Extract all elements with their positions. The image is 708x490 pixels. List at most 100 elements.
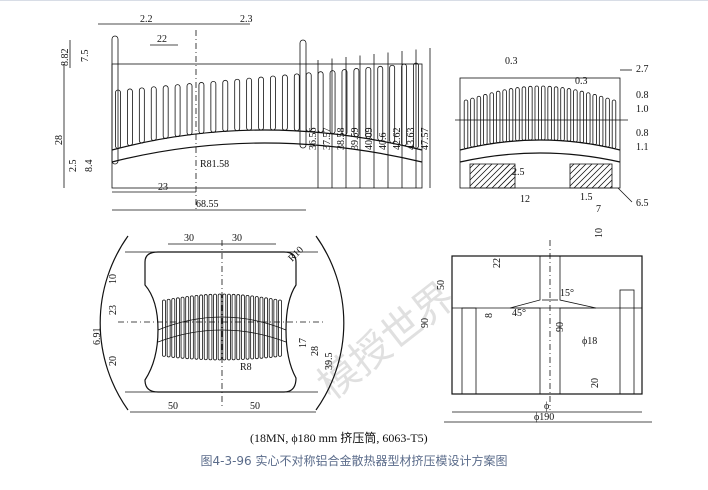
dim-28: 28 bbox=[54, 135, 65, 145]
fin bbox=[305, 72, 312, 132]
die-fin bbox=[236, 294, 241, 361]
die-fin bbox=[176, 297, 180, 359]
die-section-view: 10 22 50 90 8 45° 15° 90 ϕ18 20 ϕ ϕ190 bbox=[420, 228, 652, 423]
fin bbox=[281, 74, 288, 131]
die-fin bbox=[264, 297, 268, 359]
hatch-line bbox=[485, 163, 511, 189]
fin bbox=[234, 78, 241, 132]
dim-2-3: 2.3 bbox=[240, 14, 253, 25]
hatch-line bbox=[591, 167, 613, 189]
die-fin bbox=[217, 293, 222, 361]
die-dim-20: 20 bbox=[108, 356, 119, 366]
sec-dim-2-5: 2.5 bbox=[512, 167, 525, 178]
hatch-line bbox=[573, 163, 599, 189]
dim-23: 23 bbox=[158, 182, 168, 193]
hatch-line bbox=[597, 173, 613, 189]
hatch-line bbox=[473, 163, 499, 189]
sec-dim-0-3a: 0.3 bbox=[505, 56, 518, 67]
height-dim-label: 40.6 bbox=[378, 133, 389, 151]
section-fin bbox=[508, 88, 514, 142]
height-dim-label: 39.59 bbox=[350, 128, 361, 151]
die-fin bbox=[180, 296, 185, 359]
fin bbox=[389, 64, 396, 144]
section-fin bbox=[495, 90, 501, 144]
die-face-view: 30 30 R10 10 23 6.91 20 17 28 39.5 R8 50… bbox=[92, 233, 345, 413]
section-fin bbox=[566, 88, 572, 142]
hatch-line bbox=[469, 163, 481, 175]
fin bbox=[246, 77, 253, 131]
sec2-dim-phi18: ϕ18 bbox=[582, 336, 597, 347]
fin-end-right bbox=[299, 39, 307, 149]
sec-dim-1-5: 1.5 bbox=[580, 192, 593, 203]
fin bbox=[210, 80, 217, 133]
die-fin bbox=[185, 296, 190, 360]
bearing-outline bbox=[144, 251, 297, 393]
die-fin bbox=[213, 293, 217, 361]
section-fin bbox=[553, 86, 559, 141]
base-curve-upper bbox=[111, 129, 423, 151]
die-dim-28: 28 bbox=[310, 346, 321, 356]
die-fin bbox=[203, 294, 208, 361]
sec-dim-0-8a: 0.8 bbox=[636, 90, 649, 101]
fin bbox=[186, 83, 193, 136]
sec2-dim-phi190: ϕ190 bbox=[534, 412, 554, 423]
sec2-dim-90b: 90 bbox=[555, 322, 566, 332]
profile-frame bbox=[111, 63, 423, 189]
fin bbox=[162, 85, 169, 139]
die-fin bbox=[268, 298, 273, 358]
die-dim-6-91: 6.91 bbox=[92, 328, 103, 346]
section-fin bbox=[579, 90, 585, 144]
die-fin bbox=[227, 293, 231, 361]
fin bbox=[222, 79, 229, 132]
sec-dim-7: 7 bbox=[596, 204, 601, 215]
height-dim-label: 40.09 bbox=[364, 128, 375, 151]
die-fin bbox=[245, 294, 250, 360]
die-arc-left bbox=[99, 235, 129, 411]
fin-end-left bbox=[111, 35, 119, 165]
fin bbox=[293, 73, 300, 132]
die-dim-23: 23 bbox=[108, 305, 119, 315]
die-fin bbox=[171, 298, 176, 358]
sec-dim-12: 12 bbox=[520, 194, 530, 205]
die-fin bbox=[166, 298, 171, 358]
dim-68-55: 68.55 bbox=[196, 199, 219, 210]
section-fin bbox=[470, 97, 475, 148]
height-dim-label: 43.63 bbox=[406, 128, 417, 151]
die-fin bbox=[250, 295, 255, 360]
section-fin bbox=[560, 87, 565, 142]
die-fin bbox=[222, 293, 227, 361]
section-fin bbox=[611, 99, 617, 149]
dim-2-2: 2.2 bbox=[140, 14, 153, 25]
hatch-line bbox=[569, 163, 593, 187]
sec-dim-6-5: 6.5 bbox=[636, 198, 649, 209]
die-dim-30b: 30 bbox=[232, 233, 242, 244]
die-arc-right bbox=[315, 235, 345, 411]
section-fin bbox=[605, 97, 610, 148]
fin bbox=[329, 70, 336, 134]
die-fin bbox=[259, 296, 264, 359]
dim-2-5: 2.5 bbox=[68, 160, 79, 173]
fin bbox=[353, 68, 360, 138]
die-pin-right bbox=[619, 289, 635, 395]
die-fin bbox=[254, 296, 259, 360]
die-fin bbox=[194, 294, 199, 360]
sec2-dim-50: 50 bbox=[436, 280, 447, 290]
height-dim-label: 47.57 bbox=[420, 128, 431, 151]
height-dim-label: 37.57 bbox=[322, 128, 333, 151]
section-fin bbox=[521, 86, 527, 141]
section-fin bbox=[592, 94, 597, 146]
section-fin bbox=[515, 87, 520, 142]
sec-dim-2-7: 2.7 bbox=[636, 64, 649, 75]
section-fin-array bbox=[463, 85, 617, 149]
section-view: 0.3 0.3 2.7 0.8 1.0 0.8 1.1 2.5 12 1.5 7… bbox=[455, 56, 649, 215]
height-dim-label: 38.58 bbox=[336, 128, 347, 151]
die-port-right bbox=[559, 256, 597, 394]
fin bbox=[258, 76, 264, 131]
fin bbox=[341, 69, 348, 136]
section-fin bbox=[502, 89, 507, 143]
hatch-line bbox=[479, 163, 505, 189]
hatch-line bbox=[491, 164, 516, 189]
die-dim-r10: R10 bbox=[286, 245, 306, 265]
hatch-line bbox=[579, 163, 605, 189]
sec2-dim-20: 20 bbox=[590, 378, 601, 388]
